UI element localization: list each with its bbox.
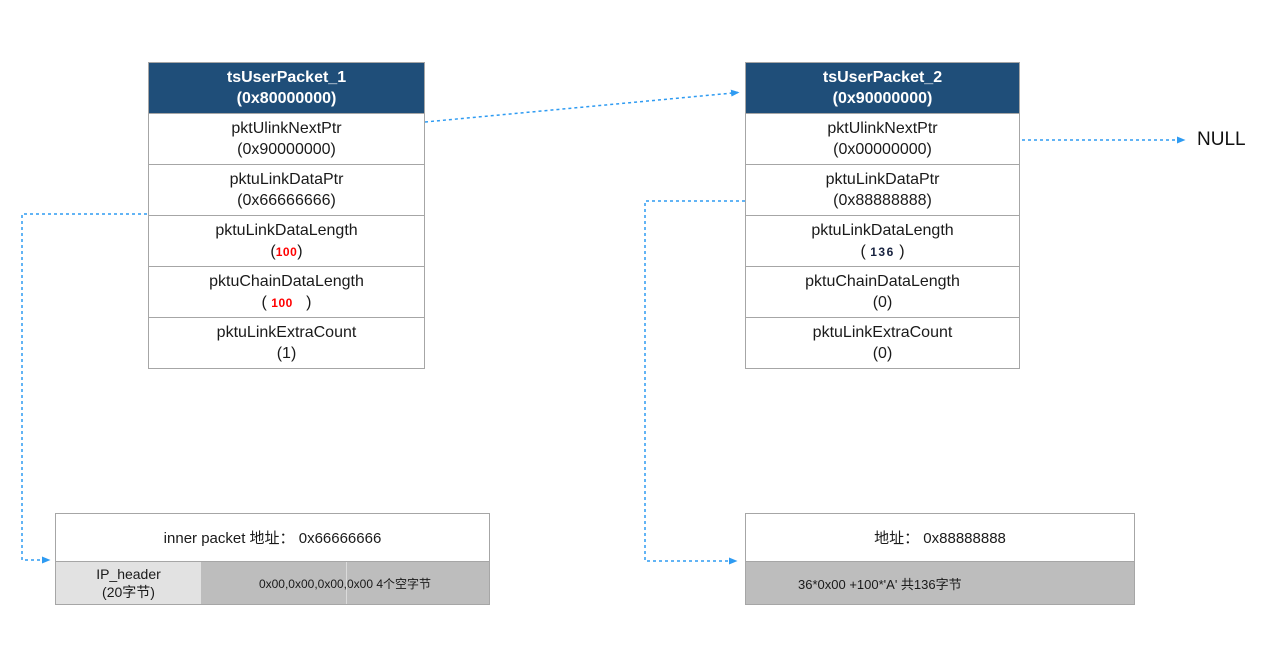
packet-field-row: pktuChainDataLength (0) bbox=[746, 266, 1019, 317]
payload-bytes-cell: 36*0x00 +100*'A' 共136字节 bbox=[746, 562, 1134, 604]
memory-address-label: 地址： 0x88888888 bbox=[746, 514, 1134, 561]
field-name: pktuLinkDataLength bbox=[811, 221, 954, 239]
field-value-number: 100 bbox=[271, 295, 293, 310]
field-value: (1) bbox=[276, 345, 297, 362]
field-value-number: 0x88888888 bbox=[838, 192, 927, 209]
packet-field-row: pktuLinkDataPtr (0x88888888) bbox=[746, 164, 1019, 215]
field-value: ( 100 ) bbox=[261, 293, 312, 311]
field-value: ( 136 ) bbox=[860, 242, 905, 260]
field-value-number: 0x66666666 bbox=[242, 192, 331, 209]
field-name: pktuChainDataLength bbox=[209, 272, 364, 290]
packet-table-2: tsUserPacket_2 (0x90000000) pktUlinkNext… bbox=[745, 62, 1020, 369]
field-value: (0x88888888) bbox=[833, 192, 932, 209]
field-value-number: 1 bbox=[282, 345, 291, 362]
ip-header-size: (20字节) bbox=[102, 584, 155, 600]
field-value: (100) bbox=[270, 242, 303, 260]
payload-bytes-cell: 0x00,0x00,0x00,0x00 4个空字节 bbox=[201, 562, 489, 604]
arrow-packet1-next-to-packet2 bbox=[424, 89, 740, 123]
field-value-number: 0 bbox=[878, 294, 887, 311]
arrow-packet2-dataptr-to-buffer bbox=[644, 200, 745, 565]
field-value-number: 0 bbox=[878, 345, 887, 362]
field-name: pktuLinkDataLength bbox=[215, 221, 358, 239]
ip-header-label: IP_header bbox=[96, 566, 161, 582]
field-value: (0x66666666) bbox=[237, 192, 336, 209]
null-terminator-label: NULL bbox=[1197, 129, 1246, 150]
field-value: (0) bbox=[872, 294, 893, 311]
packet-field-row: pktuLinkDataPtr (0x66666666) bbox=[149, 164, 424, 215]
packet-address: (0x90000000) bbox=[832, 90, 933, 107]
packet-field-row: pktUlinkNextPtr (0x90000000) bbox=[149, 113, 424, 164]
packet-field-row: pktuLinkExtraCount (1) bbox=[149, 317, 424, 368]
arrow-packet1-dataptr-to-buffer bbox=[21, 213, 147, 564]
packet-field-row: pktUlinkNextPtr (0x00000000) bbox=[746, 113, 1019, 164]
packet-field-row: pktuLinkDataLength (100) bbox=[149, 215, 424, 266]
field-name: pktuLinkExtraCount bbox=[216, 324, 357, 341]
memory-block-data-buffer: 地址： 0x88888888 36*0x00 +100*'A' 共136字节 bbox=[745, 513, 1135, 605]
field-value-number: 100 bbox=[275, 244, 298, 259]
memory-bytes-row: 36*0x00 +100*'A' 共136字节 bbox=[746, 561, 1134, 604]
packet-name: tsUserPacket_1 bbox=[226, 69, 347, 86]
field-value: (0x90000000) bbox=[237, 141, 336, 158]
field-name: pktUlinkNextPtr bbox=[231, 120, 342, 137]
packet-field-row: pktuLinkExtraCount (0) bbox=[746, 317, 1019, 368]
packet-address: (0x80000000) bbox=[236, 90, 337, 107]
packet-table-1: tsUserPacket_1 (0x80000000) pktUlinkNext… bbox=[148, 62, 425, 369]
packet-title: tsUserPacket_1 (0x80000000) bbox=[149, 63, 424, 113]
field-value-number: 0x90000000 bbox=[242, 141, 331, 158]
memory-address-label: inner packet 地址： 0x66666666 bbox=[56, 514, 489, 561]
field-name: pktuLinkDataPtr bbox=[825, 171, 940, 188]
packet-field-row: pktuLinkDataLength ( 136 ) bbox=[746, 215, 1019, 266]
packet-name: tsUserPacket_2 bbox=[822, 69, 943, 86]
cell-divider bbox=[346, 562, 347, 604]
packet-field-row: pktuChainDataLength ( 100 ) bbox=[149, 266, 424, 317]
field-value: (0) bbox=[872, 345, 893, 362]
field-value-number: 0x00000000 bbox=[838, 141, 927, 158]
field-name: pktuLinkExtraCount bbox=[812, 324, 953, 341]
field-value-number: 136 bbox=[870, 244, 895, 259]
ip-header-cell: IP_header (20字节) bbox=[56, 562, 201, 604]
packet-title: tsUserPacket_2 (0x90000000) bbox=[746, 63, 1019, 113]
field-name: pktUlinkNextPtr bbox=[827, 120, 938, 137]
field-name: pktuChainDataLength bbox=[805, 273, 960, 290]
memory-block-inner-packet: inner packet 地址： 0x66666666 IP_header (2… bbox=[55, 513, 490, 605]
field-name: pktuLinkDataPtr bbox=[229, 171, 344, 188]
field-value: (0x00000000) bbox=[833, 141, 932, 158]
memory-bytes-row: IP_header (20字节) 0x00,0x00,0x00,0x00 4个空… bbox=[56, 561, 489, 604]
